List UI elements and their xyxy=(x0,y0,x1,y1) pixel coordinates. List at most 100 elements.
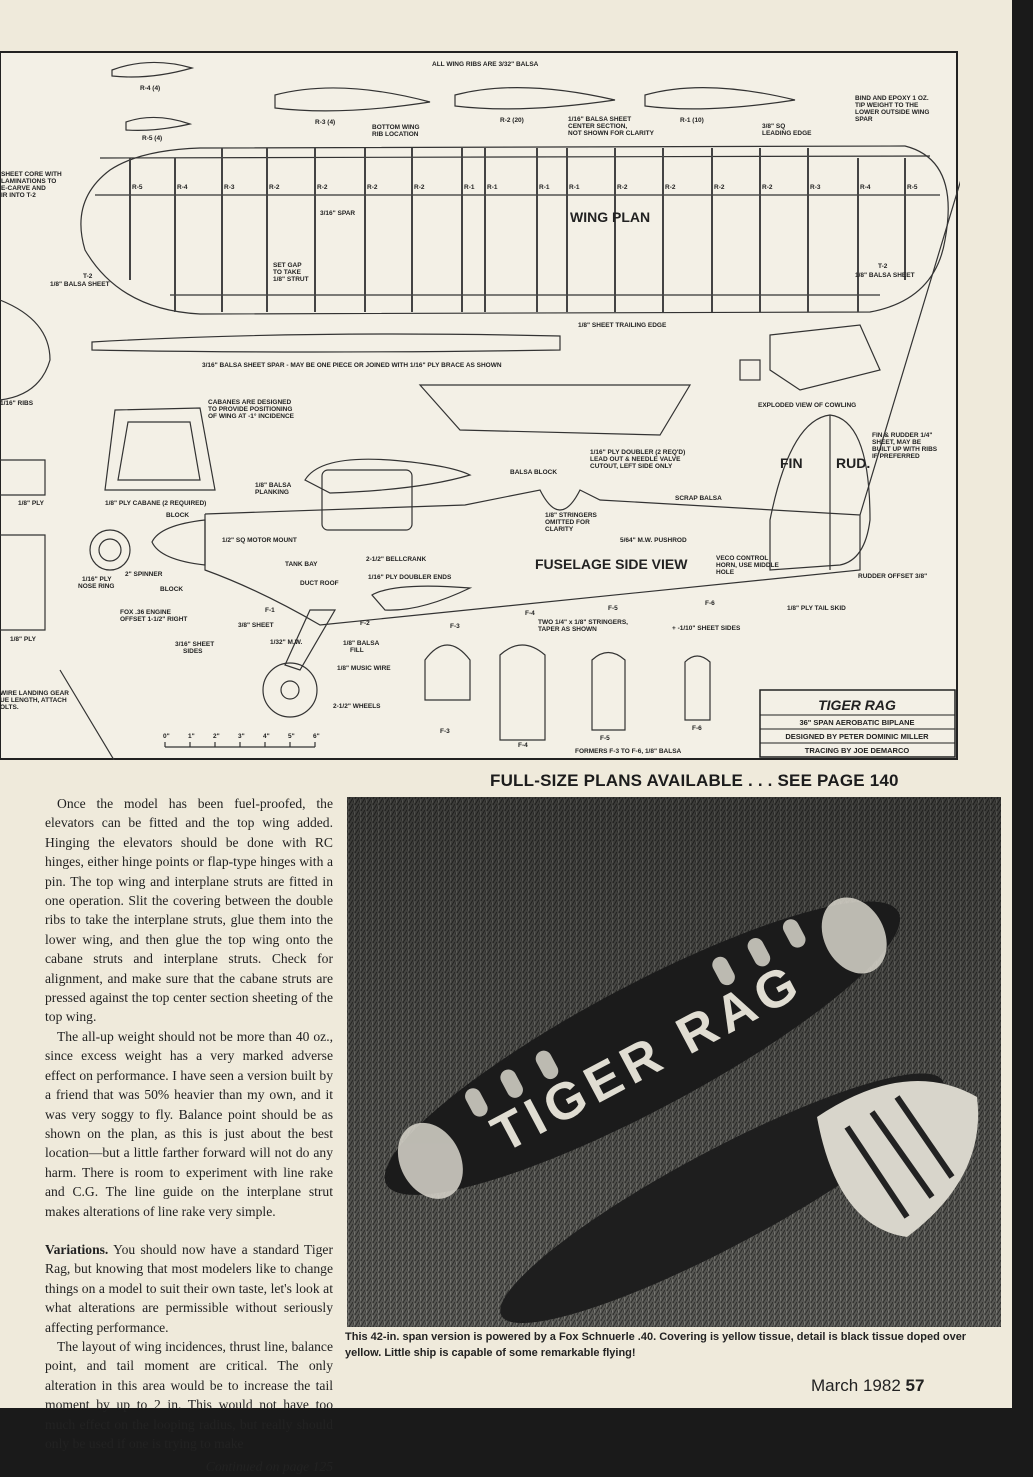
bellcrank-label: 2-1/2" BELLCRANK xyxy=(366,556,426,563)
rib-station-label: R-4 xyxy=(177,184,188,191)
sheet-sides-note: + -1/10" SHEET SIDES xyxy=(672,625,741,632)
rib-station-label: R-3 xyxy=(224,184,235,191)
page-folio: March 1982 57 xyxy=(811,1376,924,1396)
former-f5 xyxy=(591,651,626,731)
block-label: BLOCK xyxy=(166,512,189,519)
wheel xyxy=(262,662,318,718)
rib-station-label: R-4 xyxy=(860,184,871,191)
former-f3 xyxy=(424,644,471,701)
biplane-photo: TIGER RAG xyxy=(347,797,1001,1327)
top-wing-section xyxy=(304,458,472,494)
trailing-edge-label: 1/8" SHEET TRAILING EDGE xyxy=(578,322,667,329)
wing-plan-title: WING PLAN xyxy=(570,209,650,225)
fin-rudder xyxy=(769,414,871,571)
photo-caption: This 42-in. span version is powered by a… xyxy=(345,1331,967,1359)
tail-skid-label: 1/8" PLY TAIL SKID xyxy=(787,605,846,612)
rib-r1-profile xyxy=(644,87,796,110)
issue-date: March 1982 xyxy=(811,1376,901,1395)
former-label: F-2 xyxy=(360,620,370,627)
title-block-designer: DESIGNED BY PETER DOMINIC MILLER xyxy=(785,732,929,741)
rib-station-label: R-2 xyxy=(617,184,628,191)
ply-doubler xyxy=(418,384,692,436)
rib-station-label: R-1 xyxy=(569,184,580,191)
wing-plan-outline xyxy=(80,145,949,315)
fin-label: FIN xyxy=(780,455,803,471)
scale-tick-label: 6" xyxy=(313,733,320,740)
cowling-label: EXPLODED VIEW OF COWLING xyxy=(758,402,856,409)
nose-ring xyxy=(89,529,131,571)
rib-r2-profile xyxy=(454,87,616,110)
duct-roof-label: DUCT ROOF xyxy=(300,580,339,587)
formers-note: FORMERS F-3 TO F-6, 1/8" BALSA xyxy=(575,748,682,755)
rib-label: R-3 (4) xyxy=(315,119,335,126)
tank-bay-label: TANK BAY xyxy=(285,561,318,568)
fuselage-outline xyxy=(204,180,960,626)
spinner xyxy=(151,519,206,566)
two-stringers-note: TWO 1/4" x 1/8" STRINGERS,TAPER AS SHOWN xyxy=(538,619,628,633)
title-block-tracing: TRACING BY JOE DEMARCO xyxy=(805,746,910,755)
rib-label: R-5 (4) xyxy=(142,135,162,142)
rib-station-label: R-2 xyxy=(367,184,378,191)
sheet-spar-label: 3/16" BALSA SHEET SPAR - MAY BE ONE PIEC… xyxy=(202,362,502,369)
rib-station-label: R-2 xyxy=(414,184,425,191)
wire-landing-gear xyxy=(59,669,115,760)
former-view-label: F-6 xyxy=(692,725,702,732)
rib-station-label: R-1 xyxy=(464,184,475,191)
rib-station-label: R-1 xyxy=(539,184,550,191)
ribs-label: 1/16" RIBS xyxy=(0,400,34,407)
ply-label: 1/8" PLY xyxy=(10,636,37,643)
former-label: F-3 xyxy=(450,623,460,630)
title-block: TIGER RAG 36" SPAN AEROBATIC BIPLANE DES… xyxy=(759,689,956,758)
spinner-label: 2" SPINNER xyxy=(125,571,163,578)
former-view-label: F-5 xyxy=(600,735,610,742)
former-label: F-5 xyxy=(608,605,618,612)
rib-r3-profile xyxy=(274,87,431,112)
paragraph: Variations. You should now have a standa… xyxy=(45,1240,333,1337)
rib-station-label: R-2 xyxy=(714,184,725,191)
scale-labels: 0"1"2"3"4"5"6" xyxy=(163,733,320,740)
former-label: F-1 xyxy=(265,607,275,614)
rudder-label: RUD. xyxy=(836,455,870,471)
landing-strut xyxy=(284,609,337,671)
former-view-label: F-4 xyxy=(518,742,528,749)
balsa-block-label: BALSA BLOCK xyxy=(510,469,557,476)
paragraph: The layout of wing incidences, thrust li… xyxy=(45,1338,333,1451)
scale-tick-label: 0" xyxy=(163,733,170,740)
continued-link: Continued on page 125 xyxy=(205,1459,333,1475)
pushrod-label: 5/64" M.W. PUSHROD xyxy=(620,537,687,544)
ribs-note: ALL WING RIBS ARE 3/32" BALSA xyxy=(432,61,539,68)
former-label: F-4 xyxy=(525,610,535,617)
wheels-label: 2-1/2" WHEELS xyxy=(333,703,381,710)
former-label: F-6 xyxy=(705,600,715,607)
cabane-view xyxy=(104,407,216,491)
rudder-offset-label: RUDDER OFFSET 3/8" xyxy=(858,573,927,580)
rib-station-label: R-1 xyxy=(487,184,498,191)
scale-bar xyxy=(164,742,316,748)
motor-mount-label: 1/2" SQ MOTOR MOUNT xyxy=(222,537,297,544)
scale-tick-label: 1" xyxy=(188,733,195,740)
plans-available-heading: FULL-SIZE PLANS AVAILABLE . . . SEE PAGE… xyxy=(490,771,899,790)
rib-r5-profile xyxy=(125,116,193,131)
former-view-label: F-3 xyxy=(440,728,450,735)
sheet-spar xyxy=(91,333,561,353)
upper-wing xyxy=(384,901,901,1195)
cabane-strut xyxy=(321,469,413,531)
scale-tick-label: 4" xyxy=(263,733,270,740)
paragraph: Once the model has been fuel-proofed, th… xyxy=(45,796,333,1025)
plan-frame xyxy=(0,51,958,760)
